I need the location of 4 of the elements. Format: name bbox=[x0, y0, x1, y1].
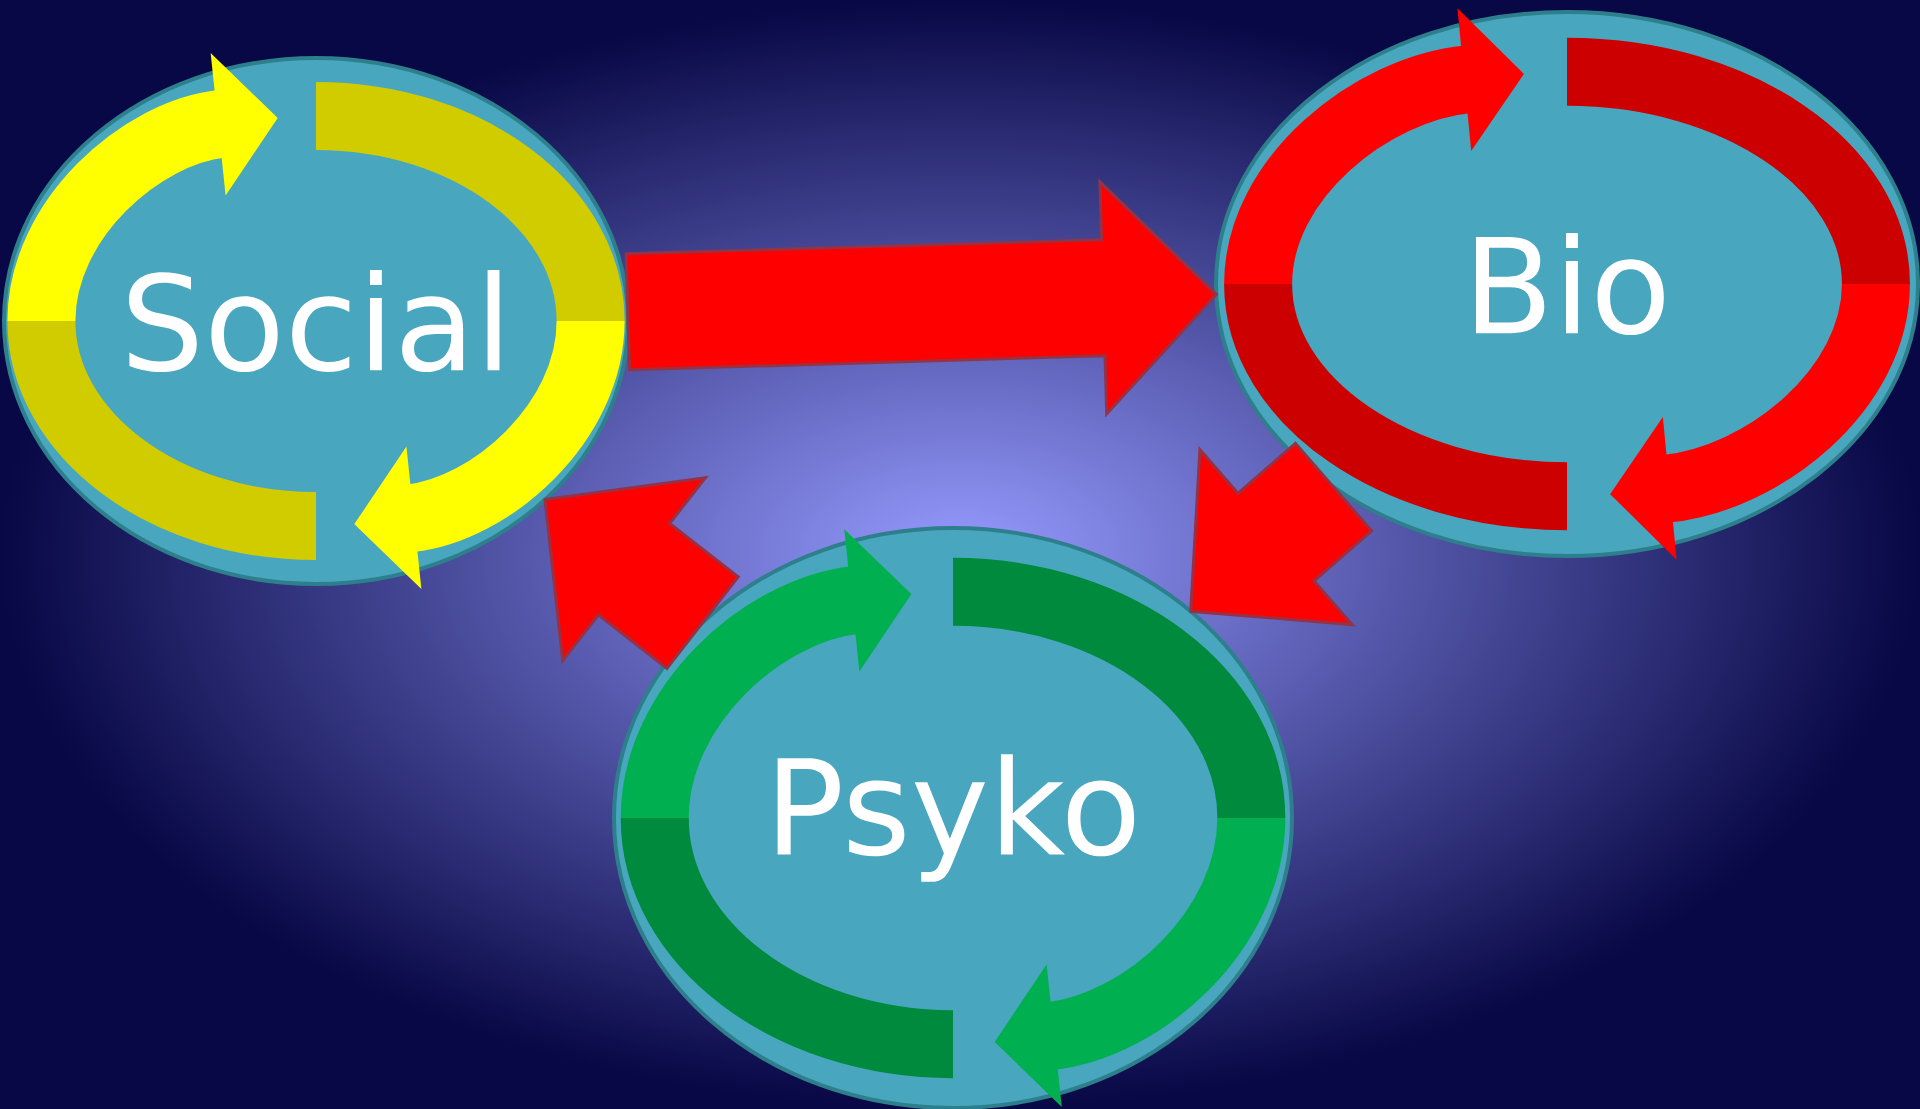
ellipse-node: Bio bbox=[1214, 10, 1920, 558]
ellipse-node: Social bbox=[2, 56, 630, 586]
block-arrow bbox=[624, 178, 1219, 418]
block-arrow bbox=[1189, 441, 1374, 627]
